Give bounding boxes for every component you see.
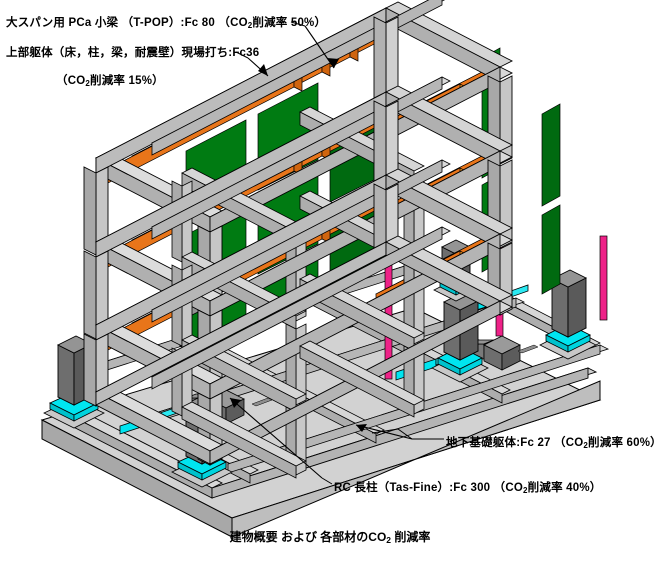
annotation-foundation-text-pre: 地下基礎躯体:Fc 27 （CO	[446, 437, 584, 449]
shear-wall	[541, 204, 561, 295]
annotation-column-subscript: 2	[523, 486, 528, 495]
annotation-foundation: 地下基礎躯体:Fc 27 （CO2削減率 60%）	[446, 434, 660, 450]
base-isolator-pedestal	[539, 269, 597, 360]
caption-subscript: 2	[386, 535, 392, 545]
annotation-column-text-post: 削減率 40%）	[527, 482, 602, 494]
annotation-upper-text-line1: 上部躯体（床，柱，梁，耐震壁）現場打ち:Fc36	[6, 47, 260, 59]
annotation-foundation-subscript: 2	[583, 441, 589, 450]
annotation-upper-structure-line1: 上部躯体（床，柱，梁，耐震壁）現場打ち:Fc36	[6, 44, 259, 60]
annotation-pca-subscript: 2	[247, 21, 253, 30]
annotation-upper-text-line2-pre: （CO	[56, 75, 86, 87]
annotation-column-text-pre: RC 長柱（Tas-Fine）:Fc 300 （CO	[334, 482, 524, 494]
leader-lines	[229, 21, 444, 485]
rc-long-column	[599, 235, 608, 321]
shear-wall	[541, 103, 561, 207]
annotation-foundation-text-post: 削減率 60%）	[588, 437, 660, 449]
annotation-rc-long-column: RC 長柱（Tas-Fine）:Fc 300 （CO2削減率 40%）	[334, 479, 601, 495]
annotation-upper-subscript: 2	[85, 79, 91, 88]
figure-caption: 建物概要 および 各部材のCO2 削減率	[0, 528, 660, 545]
caption-text-post: 削減率	[391, 530, 431, 544]
annotation-pca-text-pre: 大スパン用 PCa 小梁 （T-POP）:Fc 80 （CO	[6, 17, 248, 29]
caption-text-pre: 建物概要 および 各部材のCO	[229, 530, 387, 544]
damper-anchor-block	[483, 335, 521, 371]
annotation-upper-structure-line2: （CO2削減率 15%）	[56, 72, 164, 88]
annotation-pca-small-beam: 大スパン用 PCa 小梁 （T-POP）:Fc 80 （CO2削減率 50%）	[6, 14, 326, 30]
annotation-pca-text-post: 削減率 50%）	[252, 17, 327, 29]
cast-in-place-frame	[83, 0, 513, 479]
frame-level-1	[95, 226, 513, 479]
annotation-upper-text-line2-post: 削減率 15%）	[90, 75, 164, 87]
mat-detail-marks	[251, 344, 539, 407]
